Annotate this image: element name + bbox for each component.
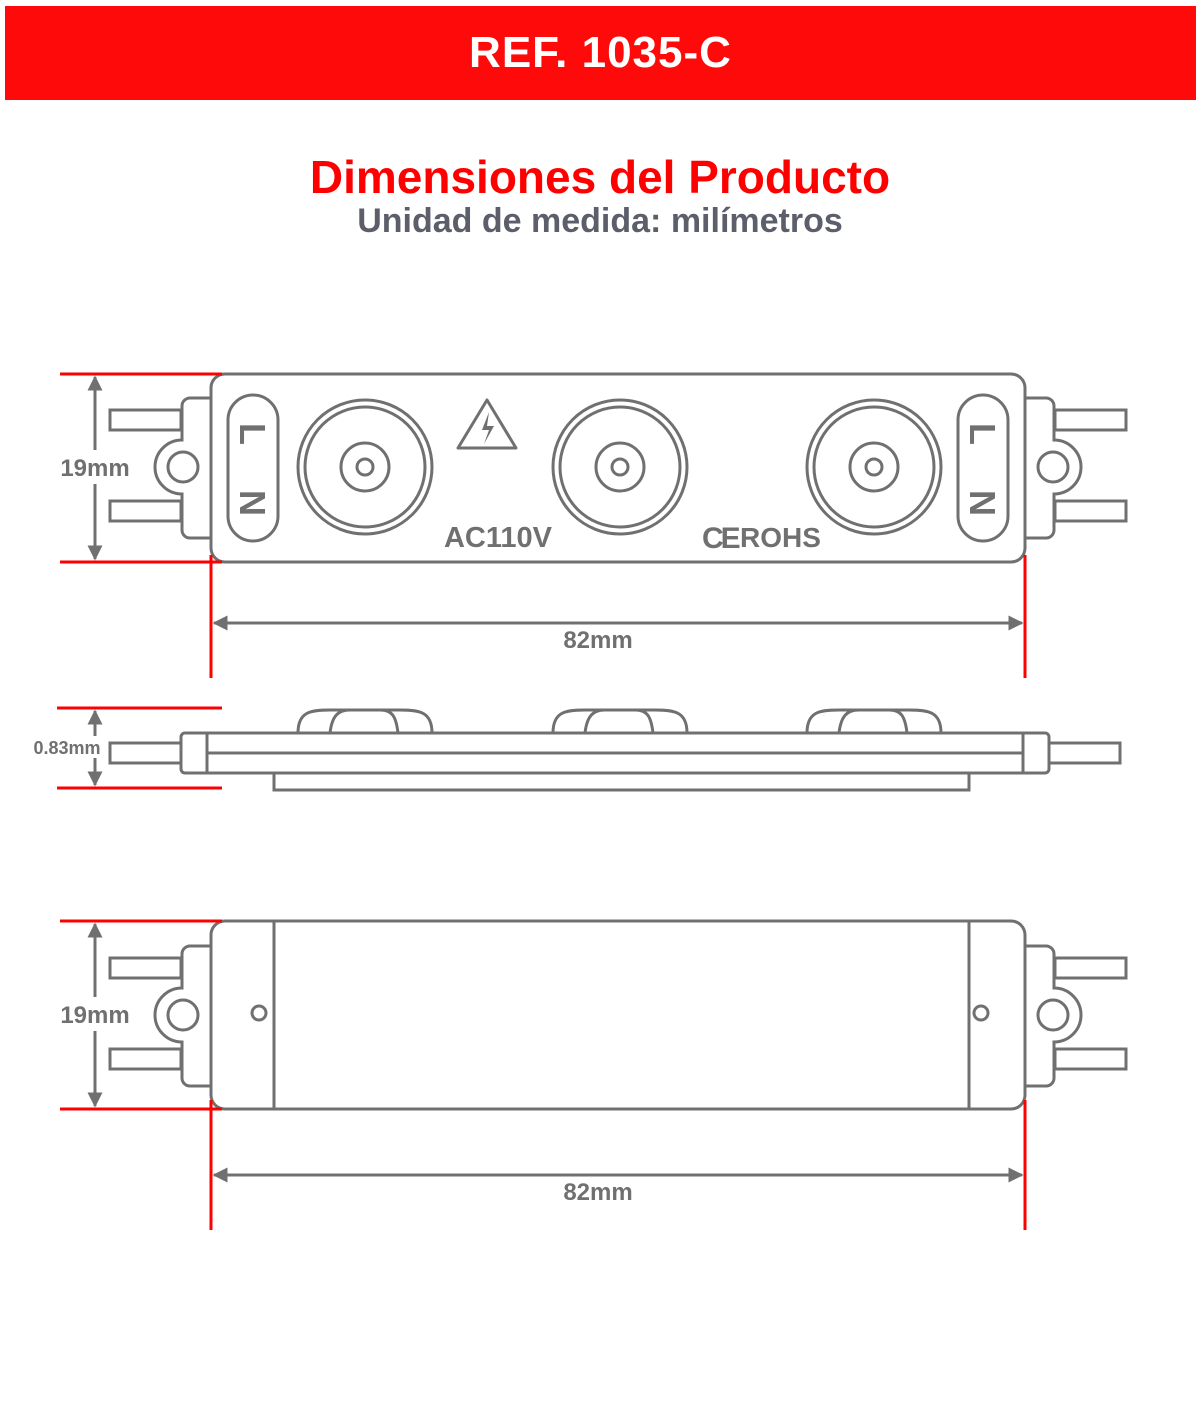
page-title: Dimensiones del Producto bbox=[309, 151, 891, 203]
thickness-dimension-label: 0.83mm bbox=[33, 738, 100, 758]
pin-n-text: N bbox=[962, 490, 1003, 516]
height-dimension-label: 19mm bbox=[60, 455, 129, 482]
side-view: 0.83mm bbox=[30, 706, 1122, 792]
width-dimension-label: 82mm bbox=[563, 627, 632, 654]
ce-mark-icon: CE bbox=[702, 522, 740, 555]
module-body-bottom bbox=[209, 919, 1027, 1111]
led-dome bbox=[296, 708, 434, 734]
led-lens bbox=[296, 398, 434, 536]
voltage-label: AC110V bbox=[444, 522, 553, 554]
screw-hole bbox=[250, 1004, 268, 1022]
pin-label-right bbox=[956, 393, 1010, 543]
high-voltage-warning-icon bbox=[456, 398, 518, 450]
led-dome bbox=[805, 708, 943, 734]
pin-label-left bbox=[226, 393, 280, 543]
pin-l-text: L bbox=[962, 423, 1003, 445]
led-dome bbox=[551, 708, 689, 734]
page-subtitle: Unidad de medida: milímetros bbox=[357, 202, 843, 240]
top-view: L N L N AC110V CE ROHS 19mm 82mm bbox=[55, 372, 1128, 678]
pin-l-text: L bbox=[232, 423, 273, 445]
height-dimension-label: 19mm bbox=[60, 1002, 129, 1029]
pin-n-text: N bbox=[232, 490, 273, 516]
screw-hole bbox=[972, 1004, 990, 1022]
ref-label: REF. 1035-C bbox=[469, 28, 732, 77]
base-plate bbox=[272, 771, 971, 792]
top-right-connector bbox=[1023, 396, 1128, 540]
bottom-view: 19mm 82mm bbox=[55, 919, 1128, 1230]
led-lens bbox=[551, 398, 689, 536]
ref-banner: REF. 1035-C bbox=[5, 6, 1196, 100]
width-dimension-label: 82mm bbox=[563, 1179, 632, 1206]
rohs-label: ROHS bbox=[740, 522, 821, 553]
led-lens bbox=[805, 398, 943, 536]
bottom-right-connector bbox=[1023, 944, 1128, 1088]
module-body bbox=[209, 372, 1027, 564]
